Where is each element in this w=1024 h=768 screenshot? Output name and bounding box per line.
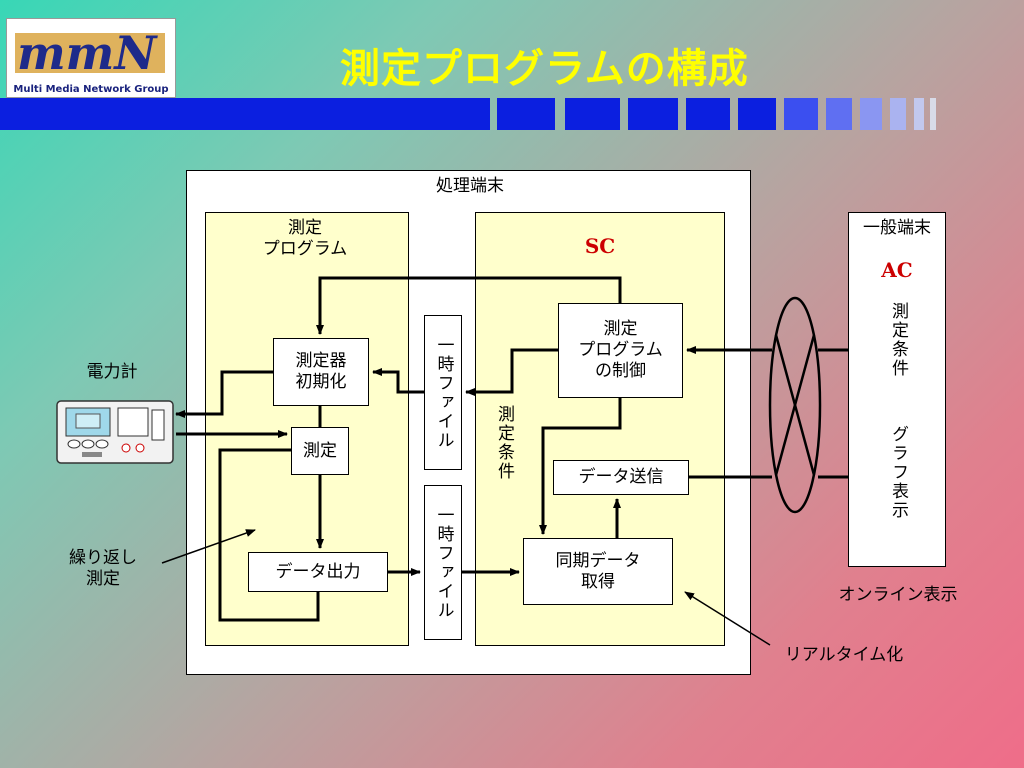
header-bar <box>0 98 490 130</box>
panel-title: 処理端末 <box>436 176 504 196</box>
header-square <box>497 98 555 130</box>
header-square <box>860 98 882 130</box>
logo: mmN Multi Media Network Group <box>6 18 176 98</box>
header-square <box>914 98 924 130</box>
header-square <box>826 98 852 130</box>
realtime-label: リアルタイム化 <box>784 645 904 665</box>
node-measure: 測定 <box>291 427 349 475</box>
header-square <box>784 98 818 130</box>
svg-text:mmN: mmN <box>17 26 158 80</box>
logo-caption: Multi Media Network Group <box>13 84 169 95</box>
meter-label: 電力計 <box>86 362 138 382</box>
logo-mark-icon: mmN <box>15 26 165 80</box>
power-meter-icon <box>56 400 174 464</box>
temp-file-1-label: 一時ファイル <box>433 335 454 450</box>
general-terminal-box <box>848 212 946 567</box>
measure-program-label: 測定 プログラム <box>262 218 348 259</box>
online-label: オンライン表示 <box>838 585 958 605</box>
header-square <box>565 98 620 130</box>
terminal-conditions-label: 測定条件 <box>888 302 908 378</box>
ac-label: AC <box>881 258 913 282</box>
node-sync: 同期データ 取得 <box>523 538 673 605</box>
temp-file-2: 一時ファイル <box>424 485 462 640</box>
repeat-label: 繰り返し 測定 <box>69 548 137 589</box>
node-control: 測定 プログラム の制御 <box>558 303 683 398</box>
temp-file-1: 一時ファイル <box>424 315 462 470</box>
general-terminal-title: 一般端末 <box>863 218 931 238</box>
header-square <box>738 98 776 130</box>
conditions-label: 測定条件 <box>494 405 514 481</box>
header-square <box>930 98 936 130</box>
node-init: 測定器 初期化 <box>273 338 369 406</box>
sc-label: SC <box>584 234 616 258</box>
temp-file-2-label: 一時ファイル <box>433 505 454 620</box>
page-title: 測定プログラムの構成 <box>340 46 749 92</box>
node-send: データ送信 <box>553 460 689 495</box>
terminal-graph-label: グラフ表示 <box>888 425 908 520</box>
header-square <box>686 98 730 130</box>
node-output: データ出力 <box>248 552 388 592</box>
header-square <box>628 98 678 130</box>
header-square <box>890 98 906 130</box>
